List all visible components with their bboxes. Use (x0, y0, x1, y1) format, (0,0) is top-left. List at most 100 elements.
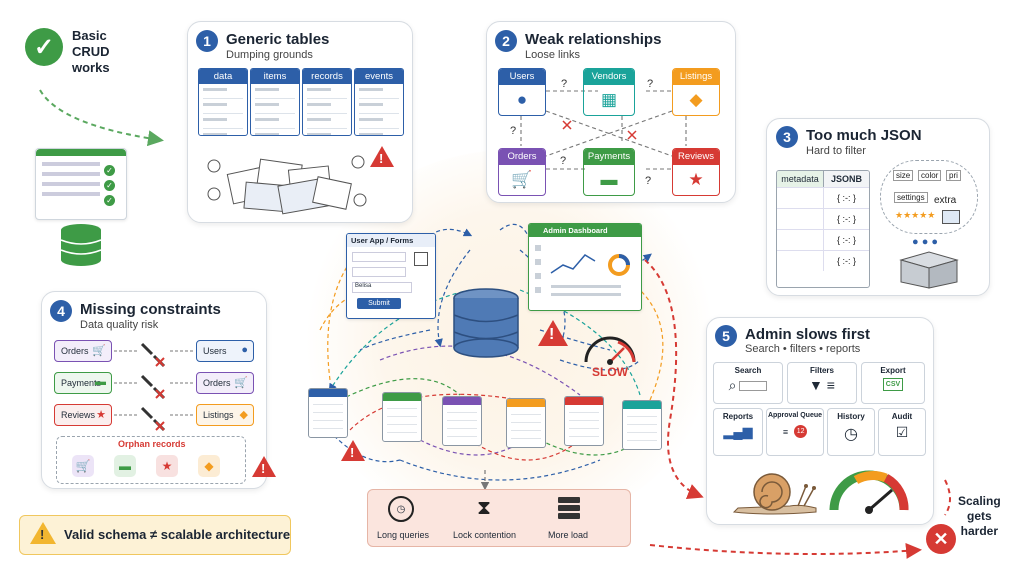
card-icon: ▬ (114, 455, 136, 477)
clock-icon: ◷ (388, 496, 414, 522)
mini-table (382, 392, 422, 442)
panel3-number: 3 (776, 126, 798, 148)
box-icon (899, 251, 959, 289)
form-input (352, 252, 406, 262)
entity-payments: Payments▬ (583, 148, 635, 196)
pill-payments: Payments▬ (54, 372, 112, 394)
panel-weak-relationships (486, 21, 736, 203)
card-icon: ▬ (600, 170, 618, 189)
more-load-label: More load (548, 530, 589, 540)
location-pins-icon: ● ● ● (912, 236, 939, 248)
tile-reports: Reports▂▄▆ (713, 408, 763, 456)
table-events: events (354, 68, 404, 136)
panel1-title: Generic tables (226, 31, 330, 48)
tag-icon: ◆ (239, 409, 248, 421)
long-queries-label: Long queries (377, 530, 430, 540)
col-jsonb: JSONB (824, 171, 869, 187)
warning-icon-note (30, 522, 56, 544)
rating-stars-icon: ★★★★★ (895, 210, 936, 220)
tile-approval-queue: Approval Queue≡ 12 (766, 408, 824, 456)
user-app-forms: User App / Forms Belisa Submit (346, 233, 436, 319)
form-select: Belisa (352, 282, 412, 293)
entity-reviews: Reviews★ (672, 148, 720, 196)
user-icon: ● (241, 344, 248, 356)
question-mark: ? (645, 175, 652, 187)
tag-icon: ◆ (198, 455, 220, 477)
panel2-number: 2 (495, 30, 517, 52)
panel2-title: Weak relationships (525, 31, 662, 48)
panel1-subtitle: Dumping grounds (226, 49, 313, 61)
question-mark: ? (561, 78, 568, 90)
json-table: metadata JSONB { :-: } { :-: } { :-: } {… (776, 170, 870, 288)
schema-note-text: Valid schema ≠ scalable architecture (64, 527, 291, 542)
tile-history: History◷ (827, 408, 875, 456)
panel3-title: Too much JSON (806, 127, 922, 144)
gauge-icon (829, 470, 909, 514)
entity-orders: Orders🛒 (498, 148, 546, 196)
orphan-records-box (56, 436, 246, 484)
cart-icon: 🛒 (234, 377, 248, 389)
json-key-extra: extra (934, 195, 957, 206)
mini-table (442, 396, 482, 446)
star-icon: ★ (156, 455, 178, 477)
entity-users: Users● (498, 68, 546, 116)
json-cloud (880, 160, 978, 234)
schema-note (19, 515, 291, 555)
database-icon-center (453, 288, 519, 358)
lock-contention-label: Lock contention (453, 530, 517, 540)
crud-checks: ✓ ✓ ✓ (104, 165, 115, 206)
table-data: data (198, 68, 248, 136)
close-icon: ✕ (926, 524, 956, 554)
form-submit-button[interactable]: Submit (357, 298, 401, 309)
pill-reviews: Reviews★ (54, 404, 112, 426)
mini-table (622, 400, 662, 450)
csv-file-icon: CSV (882, 378, 904, 391)
panel4-number: 4 (50, 300, 72, 322)
form-title: User App / Forms (347, 234, 435, 247)
panel3-subtitle: Hard to filter (806, 145, 866, 157)
orphan-records-title: Orphan records (118, 439, 186, 449)
bottleneck-strip (367, 489, 631, 547)
search-icon: ⌕ (714, 377, 782, 394)
entity-vendors: Vendors▦ (583, 68, 635, 116)
tag-icon: ◆ (689, 90, 703, 109)
store-icon: ▦ (600, 90, 618, 109)
warning-icon-center: ! (538, 320, 568, 346)
tile-filters: Filters▼ ≡ (787, 362, 857, 404)
admin-dashboard: Admin Dashboard (528, 223, 642, 311)
warning-icon-panel4: ! (252, 456, 276, 477)
pill-listings: Listings◆ (196, 404, 254, 426)
check-icon: ✓ (25, 28, 63, 66)
calendar-icon (414, 252, 428, 266)
json-key-settings: settings (894, 192, 928, 203)
hourglass-icon: ⧗ (476, 496, 492, 519)
filter-icon: ▼ ≡ (809, 377, 835, 393)
warning-icon-panel1: ! (370, 146, 394, 167)
tile-search: Search⌕ (713, 362, 783, 404)
dashboard-title: Admin Dashboard (529, 224, 641, 237)
panel5-title: Admin slows first (745, 326, 871, 343)
question-mark: ? (647, 78, 654, 90)
cart-icon: 🛒 (92, 345, 106, 357)
bar-chart-icon: ▂▄▆ (723, 424, 753, 439)
entity-listings: Listings◆ (672, 68, 720, 116)
star-icon: ★ (688, 170, 704, 189)
user-icon: ● (516, 90, 528, 109)
panel5-number: 5 (715, 325, 737, 347)
table-records: records (302, 68, 352, 136)
form-input (352, 267, 406, 277)
warning-icon-left: ! (341, 440, 365, 461)
pill-orders: Orders🛒 (54, 340, 112, 362)
cart-icon: 🛒 (511, 170, 533, 189)
scaling-label: Scaling gets harder (958, 494, 1001, 538)
panel4-subtitle: Data quality risk (80, 319, 159, 331)
json-key-size: size (893, 170, 914, 181)
col-metadata: metadata (777, 171, 824, 187)
warning-icon-note-mark: ! (40, 527, 45, 542)
snail-icon (732, 473, 817, 515)
card-icon: ▬ (95, 376, 106, 388)
question-mark: ? (560, 155, 567, 167)
image-icon (942, 210, 960, 224)
